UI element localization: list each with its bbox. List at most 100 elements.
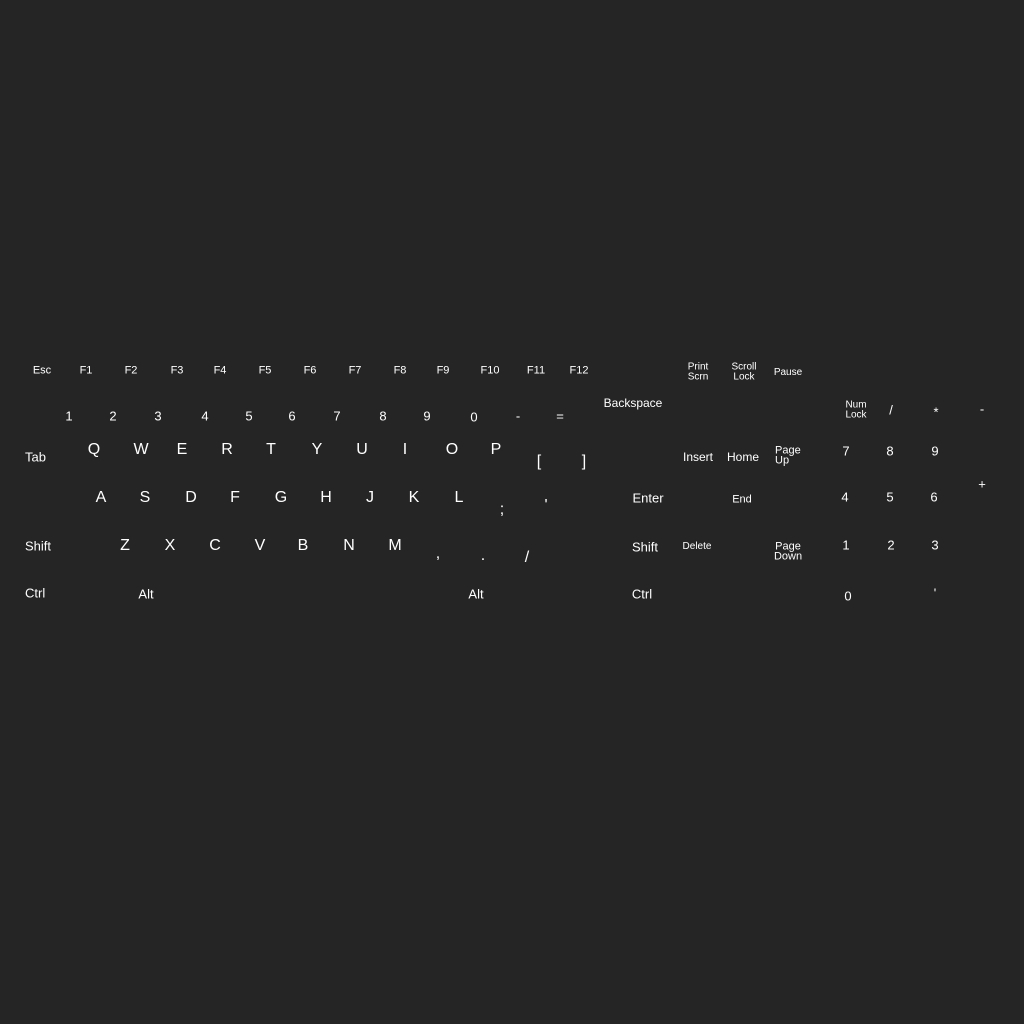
key-8[interactable]: 8 [379, 408, 387, 424]
key-1[interactable]: 1 [65, 408, 73, 424]
key-left-shift[interactable]: Shift [25, 538, 52, 554]
key-y[interactable]: Y [311, 441, 323, 458]
key-left-ctrl[interactable]: Ctrl [25, 585, 46, 601]
key-9[interactable]: 9 [423, 408, 431, 424]
key-f6[interactable]: F6 [303, 364, 317, 377]
key-f1[interactable]: F1 [79, 364, 93, 377]
key-l[interactable]: L [454, 489, 464, 506]
key-print-screen-line-1: Print [687, 361, 709, 373]
key-p[interactable]: P [490, 441, 502, 458]
key-6[interactable]: 6 [288, 408, 296, 424]
key-page-down[interactable]: Page Down [773, 540, 803, 563]
key-numpad-divide[interactable]: / [889, 402, 893, 418]
key-page-down-line-1: Page [775, 540, 801, 553]
key-f9[interactable]: F9 [436, 364, 450, 377]
key-f8[interactable]: F8 [393, 364, 407, 377]
key-d[interactable]: D [185, 489, 197, 506]
key-print-screen[interactable]: Print Scrn [687, 361, 709, 382]
key-slash[interactable]: / [524, 549, 530, 566]
key-n[interactable]: N [343, 537, 355, 554]
key-f7[interactable]: F7 [348, 364, 362, 377]
key-comma[interactable]: , [435, 545, 441, 562]
key-m[interactable]: M [388, 537, 402, 554]
key-f2[interactable]: F2 [124, 364, 138, 377]
key-enter[interactable]: Enter [632, 490, 664, 506]
key-e[interactable]: E [176, 441, 188, 458]
key-f10[interactable]: F10 [480, 364, 500, 377]
key-esc[interactable]: Esc [32, 364, 52, 377]
key-scroll-lock[interactable]: Scroll Lock [731, 361, 757, 382]
key-delete[interactable]: Delete [682, 541, 712, 552]
key-q[interactable]: Q [87, 441, 101, 458]
key-num-lock[interactable]: Num Lock [845, 399, 867, 420]
key-z[interactable]: Z [120, 537, 130, 554]
key-page-up[interactable]: Page Up [775, 445, 801, 467]
key-numpad-multiply[interactable]: * [933, 404, 939, 420]
key-5[interactable]: 5 [245, 408, 253, 424]
key-minus[interactable]: - [515, 408, 521, 424]
key-4[interactable]: 4 [201, 408, 209, 424]
key-numpad-5[interactable]: 5 [886, 489, 894, 505]
key-numpad-7[interactable]: 7 [842, 443, 850, 459]
key-numpad-6[interactable]: 6 [930, 489, 938, 505]
key-backspace[interactable]: Backspace [603, 396, 663, 410]
key-3[interactable]: 3 [154, 408, 162, 424]
key-home[interactable]: Home [726, 450, 760, 464]
key-f11[interactable]: F11 [526, 364, 546, 377]
key-k[interactable]: K [408, 489, 420, 506]
key-page-up-line-2: Up [775, 455, 790, 467]
key-period[interactable]: . [480, 547, 486, 564]
key-v[interactable]: V [254, 537, 266, 554]
key-insert[interactable]: Insert [682, 450, 714, 464]
key-f5[interactable]: F5 [258, 364, 272, 377]
key-w[interactable]: W [133, 441, 149, 458]
key-0[interactable]: 0 [470, 409, 478, 425]
key-b[interactable]: B [297, 537, 309, 554]
key-left-alt[interactable]: Alt [138, 586, 154, 602]
key-u[interactable]: U [356, 441, 368, 458]
key-2[interactable]: 2 [109, 408, 117, 424]
key-numpad-0[interactable]: 0 [844, 588, 852, 604]
key-tab[interactable]: Tab [25, 449, 46, 465]
key-a[interactable]: A [95, 489, 107, 506]
key-r[interactable]: R [221, 441, 233, 458]
key-right-ctrl[interactable]: Ctrl [631, 586, 653, 602]
key-numpad-add[interactable]: + [978, 476, 986, 492]
key-f3[interactable]: F3 [170, 364, 184, 377]
key-equals[interactable]: = [556, 408, 564, 424]
key-numpad-4[interactable]: 4 [841, 489, 849, 505]
key-x[interactable]: X [164, 537, 176, 554]
key-right-shift[interactable]: Shift [631, 539, 659, 555]
key-semicolon[interactable]: ; [499, 501, 505, 518]
key-page-down-line-2: Down [773, 551, 803, 563]
key-f[interactable]: F [230, 489, 240, 506]
key-numpad-1[interactable]: 1 [842, 537, 850, 553]
key-right-alt[interactable]: Alt [468, 586, 484, 602]
key-i[interactable]: I [402, 441, 408, 458]
key-f12[interactable]: F12 [569, 364, 589, 377]
key-scroll-lock-line-1: Scroll [731, 361, 757, 373]
key-t[interactable]: T [266, 441, 276, 458]
key-right-bracket[interactable]: ] [581, 453, 587, 470]
key-numpad-8[interactable]: 8 [886, 443, 894, 459]
key-numpad-2[interactable]: 2 [887, 537, 895, 553]
key-left-bracket[interactable]: [ [536, 453, 542, 470]
key-numpad-subtract[interactable]: - [979, 401, 985, 417]
key-numpad-decimal[interactable]: ' [933, 585, 937, 601]
key-7[interactable]: 7 [333, 408, 341, 424]
key-s[interactable]: S [139, 489, 151, 506]
key-o[interactable]: O [445, 441, 459, 458]
key-end[interactable]: End [732, 493, 752, 506]
key-pause[interactable]: Pause [773, 367, 803, 378]
key-numpad-9[interactable]: 9 [931, 443, 939, 459]
key-num-lock-line-1: Num [845, 399, 867, 411]
key-numpad-3[interactable]: 3 [931, 537, 939, 553]
key-g[interactable]: G [274, 489, 288, 506]
key-h[interactable]: H [320, 489, 332, 506]
key-c[interactable]: C [209, 537, 221, 554]
key-apostrophe[interactable]: ' [544, 497, 548, 514]
key-j[interactable]: J [366, 489, 374, 506]
key-f4[interactable]: F4 [213, 364, 227, 377]
key-scroll-lock-line-2: Lock [733, 371, 755, 382]
